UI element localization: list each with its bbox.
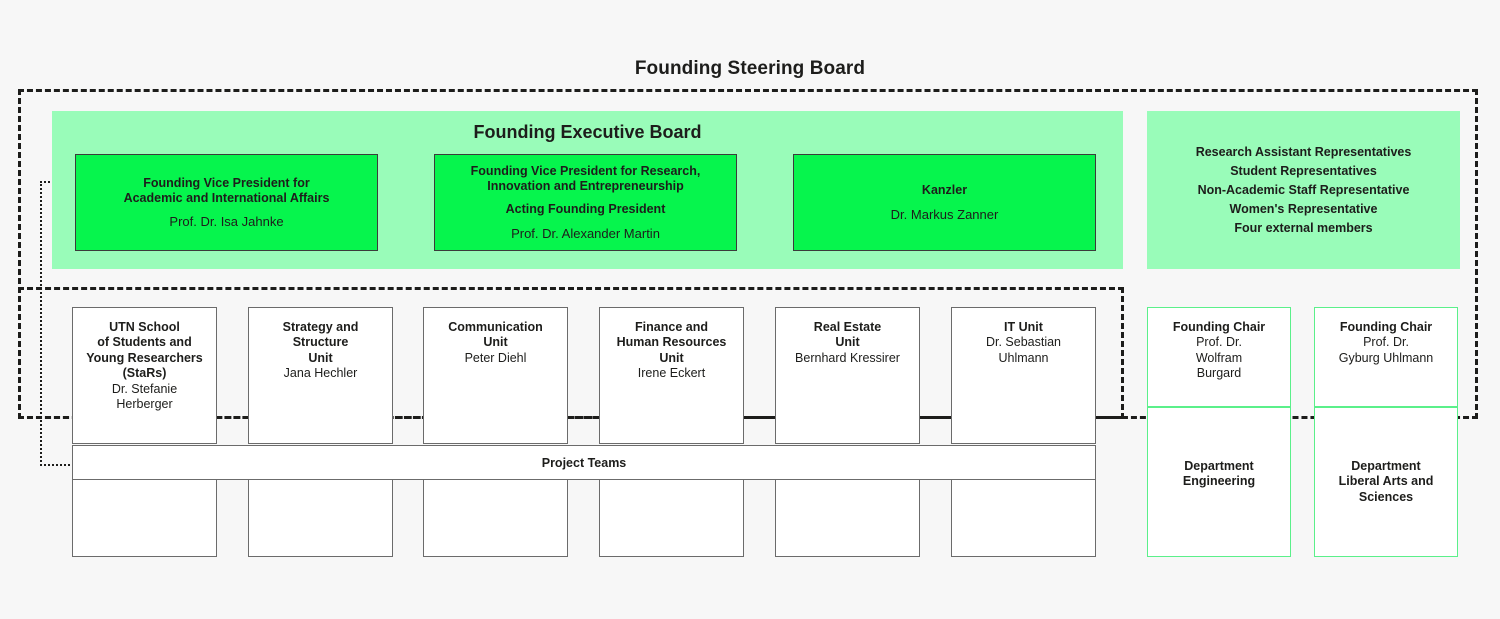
unit-box-it[interactable]: IT Unit Dr. Sebastian Uhlmann xyxy=(951,307,1096,444)
unit-box-stars[interactable]: UTN School of Students and Young Researc… xyxy=(72,307,217,444)
representatives-panel: Research Assistant Representatives Stude… xyxy=(1147,111,1460,269)
exec-member-box-academic-affairs[interactable]: Founding Vice President for Academic and… xyxy=(75,154,378,251)
unit-name: Strategy and Structure Unit xyxy=(282,320,359,365)
exec-member-secondary-role: Acting Founding President xyxy=(505,202,666,217)
unit-name: Finance and Human Resources Unit xyxy=(616,320,727,365)
unit-box-communication[interactable]: Communication Unit Peter Diehl xyxy=(423,307,568,444)
founding-executive-board-title: Founding Executive Board xyxy=(473,122,702,142)
unit-person: Irene Eckert xyxy=(637,366,706,381)
department-label: Department Liberal Arts and Sciences xyxy=(1338,459,1434,504)
unit-tail-stars xyxy=(72,479,217,557)
unit-box-real-estate[interactable]: Real Estate Unit Bernhard Kressirer xyxy=(775,307,920,444)
unit-name: Real Estate Unit xyxy=(813,320,882,350)
department-label: Department Engineering xyxy=(1182,459,1256,489)
founding-chair-person: Prof. Dr. Gyburg Uhlmann xyxy=(1338,335,1434,365)
unit-box-finance-hr[interactable]: Finance and Human Resources Unit Irene E… xyxy=(599,307,744,444)
representative-line: Non-Academic Staff Representative xyxy=(1197,182,1410,197)
unit-person: Dr. Stefanie Herberger xyxy=(111,381,178,412)
unit-person: Bernhard Kressirer xyxy=(795,350,900,365)
founding-chair-box-liberal-arts[interactable]: Founding Chair Prof. Dr. Gyburg Uhlmann xyxy=(1314,307,1458,407)
unit-person: Jana Hechler xyxy=(283,366,358,381)
founding-chair-title: Founding Chair xyxy=(1172,320,1266,334)
unit-tail-real-estate xyxy=(775,479,920,557)
unit-name: IT Unit xyxy=(1004,320,1043,334)
representative-line: Four external members xyxy=(1234,220,1373,235)
project-teams-bar[interactable]: Project Teams xyxy=(72,445,1096,480)
exec-member-box-kanzler[interactable]: Kanzler Dr. Markus Zanner xyxy=(793,154,1096,251)
department-box-liberal-arts-sciences[interactable]: Department Liberal Arts and Sciences xyxy=(1314,407,1458,557)
unit-tail-communication xyxy=(423,479,568,557)
founding-chair-box-engineering[interactable]: Founding Chair Prof. Dr. Wolfram Burgard xyxy=(1147,307,1291,407)
exec-member-role: Founding Vice President for Academic and… xyxy=(123,176,330,205)
exec-member-role: Kanzler xyxy=(921,183,968,198)
representative-line: Student Representatives xyxy=(1230,163,1377,178)
founding-chair-title: Founding Chair xyxy=(1339,320,1433,334)
exec-member-person: Dr. Markus Zanner xyxy=(890,206,999,222)
exec-member-person: Prof. Dr. Isa Jahnke xyxy=(169,214,284,229)
exec-member-person: Prof. Dr. Alexander Martin xyxy=(511,225,660,241)
project-teams-label: Project Teams xyxy=(541,455,627,470)
department-box-engineering[interactable]: Department Engineering xyxy=(1147,407,1291,557)
unit-tail-it xyxy=(951,479,1096,557)
unit-person: Dr. Sebastian Uhlmann xyxy=(985,335,1062,365)
unit-tail-finance-hr xyxy=(599,479,744,557)
representative-line: Research Assistant Representatives xyxy=(1195,144,1412,159)
unit-name: UTN School of Students and Young Researc… xyxy=(86,320,203,381)
founding-chair-person: Prof. Dr. Wolfram Burgard xyxy=(1195,335,1243,381)
founding-executive-board-panel: Founding Executive Board Founding Vice P… xyxy=(52,111,1123,269)
unit-tail-strategy-structure xyxy=(248,479,393,557)
page-title: Founding Steering Board xyxy=(634,58,866,79)
unit-box-strategy-structure[interactable]: Strategy and Structure Unit Jana Hechler xyxy=(248,307,393,444)
exec-member-role: Founding Vice President for Research, In… xyxy=(470,164,701,193)
unit-person: Peter Diehl xyxy=(464,350,527,365)
unit-name: Communication Unit xyxy=(448,320,543,350)
representative-line: Women's Representative xyxy=(1229,201,1378,216)
exec-member-box-research-innovation[interactable]: Founding Vice President for Research, In… xyxy=(434,154,737,251)
